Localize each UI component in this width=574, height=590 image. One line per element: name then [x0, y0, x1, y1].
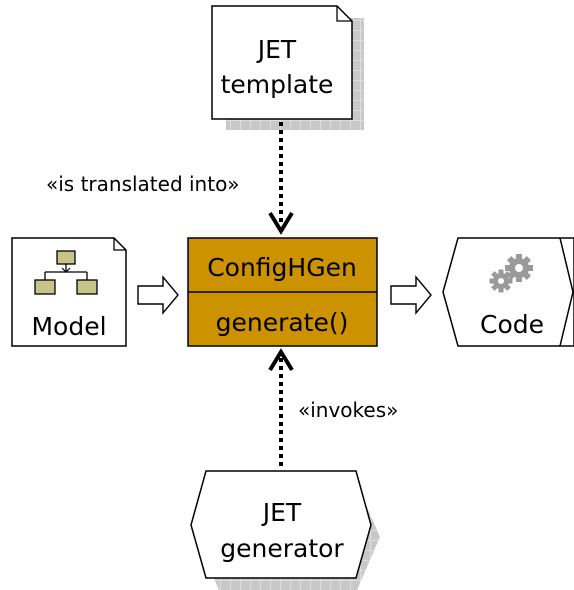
model-label: Model — [31, 312, 106, 341]
code-artifact-right-edge — [559, 237, 574, 347]
class-operation: generate() — [216, 308, 349, 337]
code-label: Code — [480, 310, 544, 339]
class-name: ConfigHGen — [207, 253, 357, 282]
translated-into-label: «is translated into» — [46, 172, 240, 196]
jet-generator[interactable]: JET generator — [190, 470, 380, 590]
invokes-edge[interactable] — [268, 348, 294, 468]
code-artifact[interactable]: Code — [442, 237, 574, 347]
invokes-label: «invokes» — [298, 398, 398, 422]
hierarchy-diagram-icon — [34, 250, 98, 295]
jet-template-line2: template — [221, 70, 334, 99]
jet-template-note[interactable]: JET template — [211, 5, 364, 130]
translated-into-edge[interactable] — [268, 122, 294, 235]
model-note-body — [11, 237, 127, 347]
class-to-code-arrow — [390, 275, 432, 315]
model-to-class-arrow — [137, 275, 179, 315]
jet-generator-body — [190, 470, 372, 579]
jet-generator-line1: JET — [261, 498, 302, 527]
code-artifact-body — [442, 237, 574, 347]
jet-template-line1: JET — [256, 35, 297, 64]
jet-template-body — [211, 5, 353, 120]
jet-generator-line2: generator — [220, 534, 344, 563]
confighgen-class[interactable]: ConfigHGen generate() — [187, 237, 378, 347]
jet-template-fold — [336, 6, 352, 22]
model-note[interactable]: Model — [11, 237, 127, 347]
model-note-fold — [113, 238, 126, 251]
